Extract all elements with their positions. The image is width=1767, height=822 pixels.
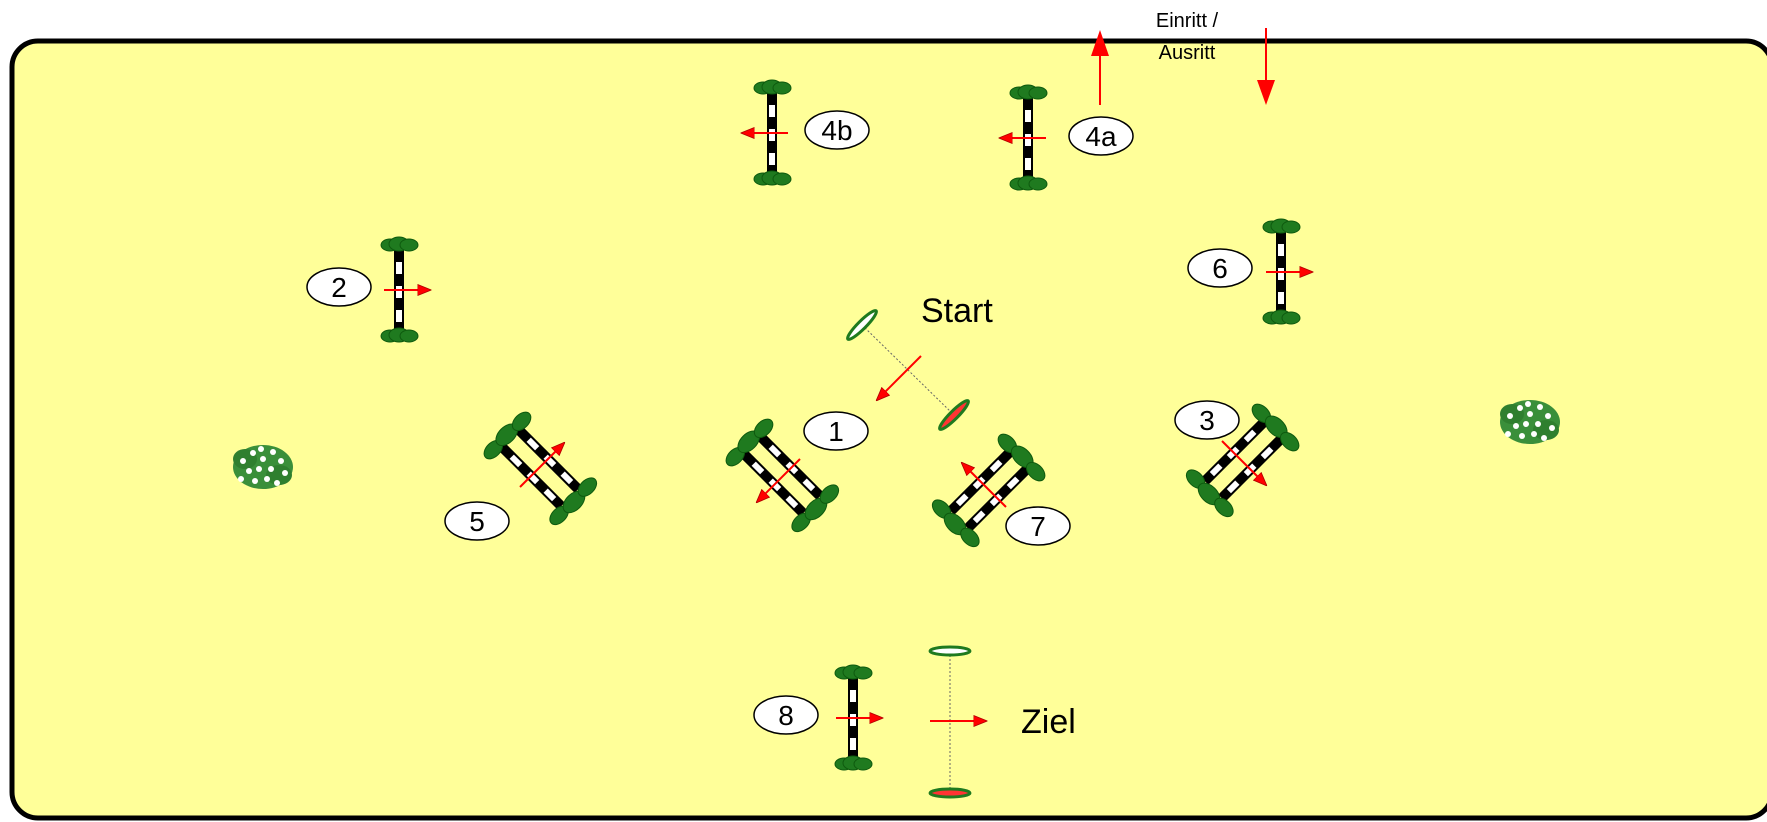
direction-arrow-icon [1221,440,1266,485]
number-badge [306,267,372,307]
obstacle-6: 6 [1187,219,1312,324]
direction-arrow-icon [877,355,922,400]
arena [9,38,1767,821]
direction-arrow-icon [962,463,1007,508]
exit-arrow-icon [1091,30,1109,105]
direction-arrow-icon [519,443,564,488]
obstacle-number: 1 [828,416,844,447]
obstacle-number: 4b [821,115,852,146]
obstacle-5: 5 [444,407,602,541]
number-badge [1174,400,1240,440]
obstacle-1: 1 [721,411,869,537]
obstacle-2: 2 [306,237,430,342]
obstacle-3: 3 [1174,399,1304,521]
number-badge [753,695,819,735]
obstacle-number: 8 [778,700,794,731]
entrance-label-line2: Ausritt [1159,42,1216,64]
direction-arrow-icon [757,458,801,502]
entrance-label-line1: Einritt / [1156,10,1219,32]
entry-arrow-icon [1257,28,1275,105]
obstacle-number: 5 [469,506,485,537]
flower-bush-icon [1500,400,1560,444]
obstacle-8: 8 [753,665,882,770]
obstacle-number: 2 [331,272,347,303]
number-badge [803,411,869,451]
number-badge [804,110,870,150]
number-badge [1005,506,1071,546]
obstacle-number: 4a [1085,121,1117,152]
obstacle-number: 3 [1199,405,1215,436]
number-badge [1187,248,1253,288]
number-badge [1068,116,1134,156]
start-line: Start [846,292,993,431]
finish-label: Ziel [1021,703,1076,741]
obstacle-4b: 4b [742,80,870,185]
flower-bush-icon [233,445,293,489]
number-badge [444,501,510,541]
obstacle-7: 7 [927,429,1071,551]
finish-line: Ziel [928,645,1076,799]
obstacle-number: 6 [1212,253,1228,284]
obstacle-4a: 4a [1000,85,1134,190]
obstacle-number: 7 [1030,511,1046,542]
start-label: Start [921,292,993,330]
